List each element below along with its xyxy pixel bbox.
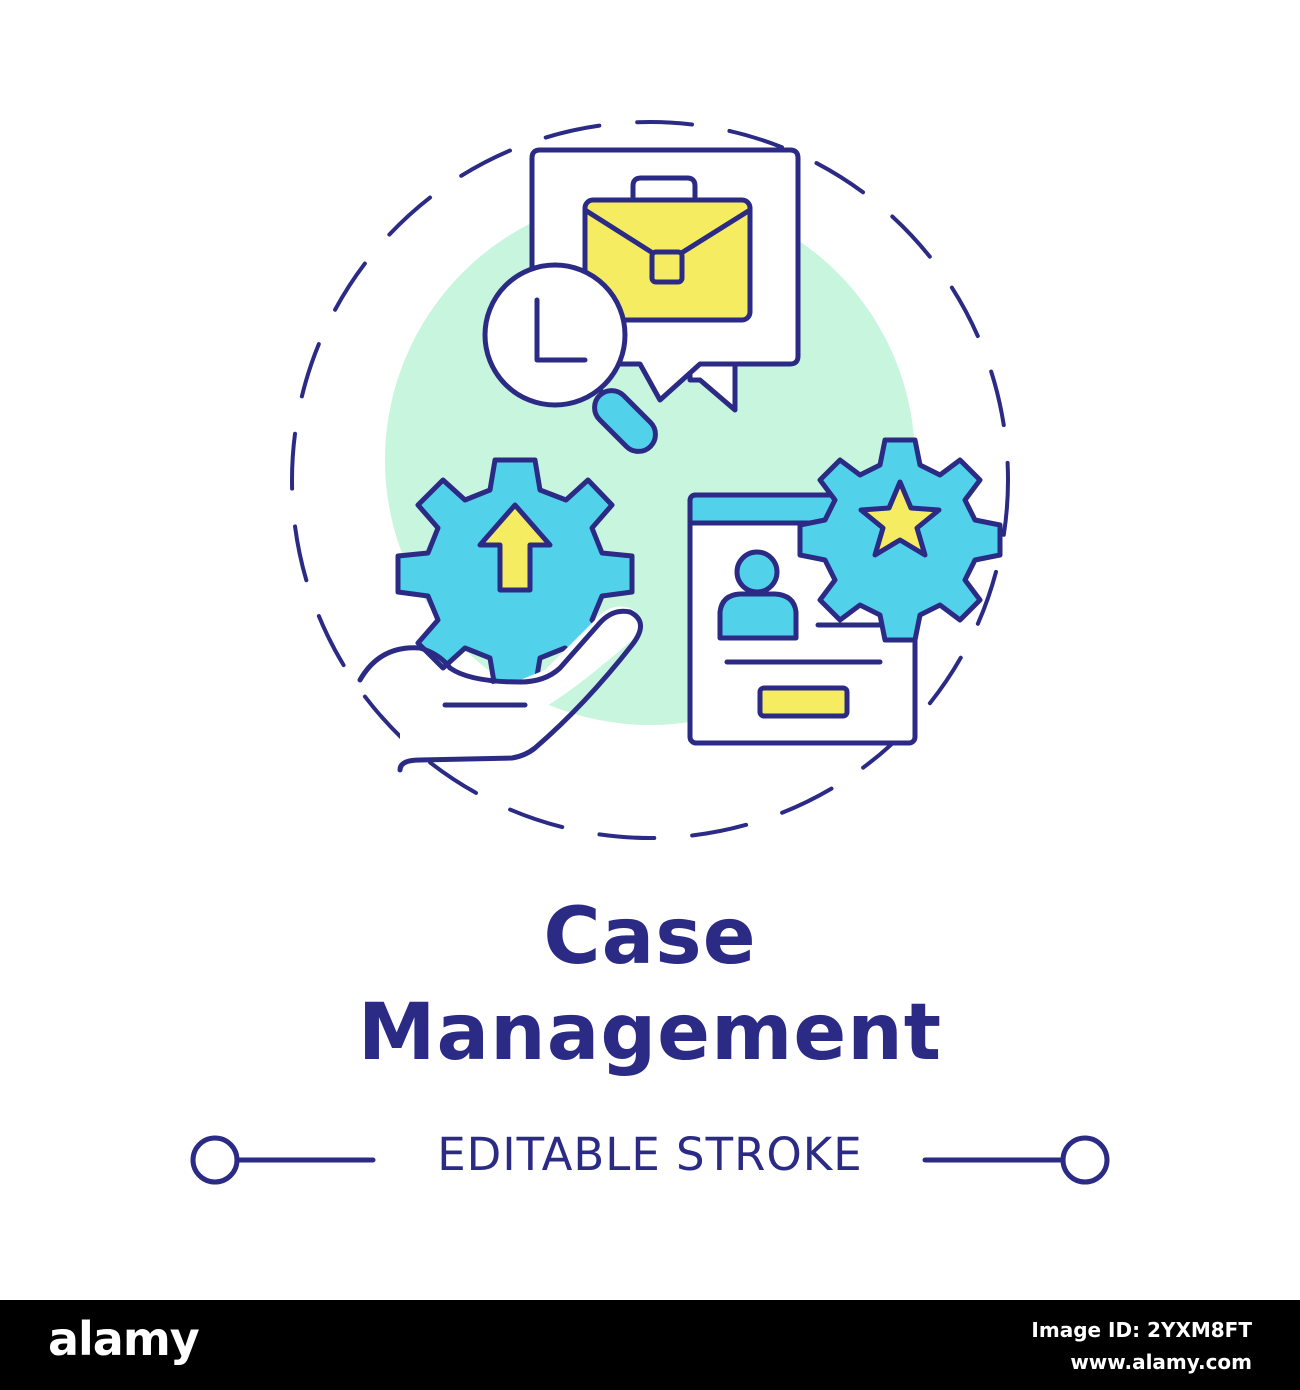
briefcase-icon: [582, 175, 753, 323]
subtitle-connector-left: [190, 1135, 376, 1185]
case-management-illustration: [190, 120, 1110, 1185]
footer-logo: alamy: [48, 1312, 200, 1366]
dashed-circle-outline: [290, 120, 1010, 840]
clock-icon: [534, 297, 588, 363]
profile-card-icon: [687, 492, 918, 746]
subtitle: EDITABLE STROKE: [437, 1128, 863, 1181]
footer-bar: [0, 1300, 1300, 1390]
subtitle-connector-right: [922, 1135, 1110, 1185]
title-line-2: Management: [357, 988, 943, 1078]
footer-image-id: Image ID: 2YXM8FT: [1031, 1318, 1252, 1342]
title-line-1: Case: [543, 892, 757, 982]
footer-url: www.alamy.com: [1070, 1350, 1252, 1374]
magnifier-icon: [482, 262, 658, 454]
open-hand-icon: [357, 606, 643, 773]
gear-up-arrow-icon: [395, 457, 635, 691]
gear-star-icon: [797, 437, 1003, 643]
